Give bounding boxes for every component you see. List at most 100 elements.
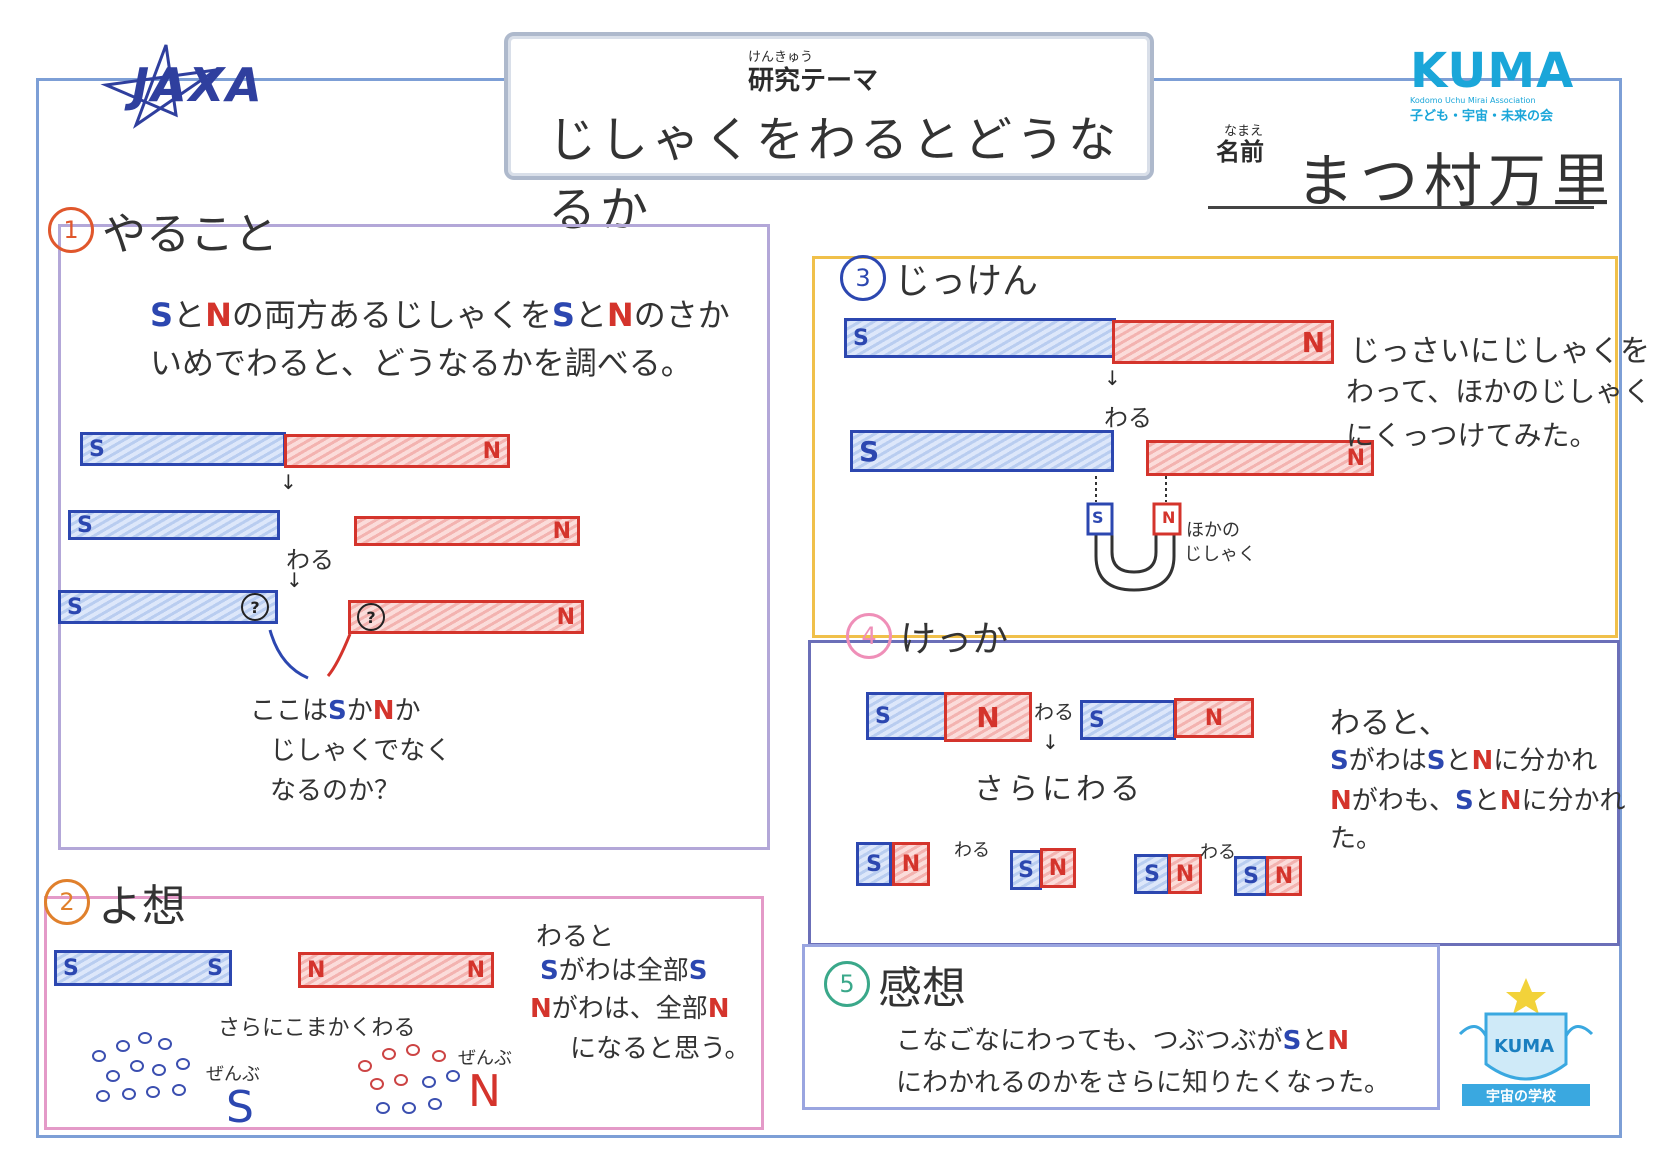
sec2-particles-s xyxy=(86,1030,196,1110)
sec2-pred3: Nがわは、全部N xyxy=(530,994,730,1024)
name-label: 名前 xyxy=(1216,138,1264,166)
kuma-badge-label: 宇宙の学校 xyxy=(1486,1089,1556,1105)
sec2-zenbu-n: N xyxy=(468,1066,501,1117)
theme-text: じしゃくをわるとどうなるか xyxy=(548,112,1121,238)
sec3-other-2: じしゃく xyxy=(1184,544,1256,565)
sec1-line2: いめでわると、どうなるかを調べる。 xyxy=(150,344,693,382)
sec5-line2: にわかれるのかをさらに知りたくなった。 xyxy=(896,1068,1391,1098)
sec3-desc-2: わって、ほかのじしゃく xyxy=(1346,375,1652,408)
sec3-magnet-s-full: S xyxy=(844,318,1116,358)
sec4-small-n-3: N xyxy=(1168,854,1202,894)
sec3-other-1: ほかの xyxy=(1186,520,1240,541)
sec1-magnet-s-2: S xyxy=(68,510,280,540)
kuma-logo-sub1: Kodomo Uchu Mirai Association xyxy=(1410,96,1536,105)
sec1-note1: ここはSかNか xyxy=(250,696,421,726)
sec4-magnet-s-2: S xyxy=(1080,700,1176,740)
sec4-res1: わると、 xyxy=(1330,706,1449,741)
sec2-zenbu-s-label: ぜんぶ xyxy=(206,1064,260,1085)
sec4-small-s-2: S xyxy=(1010,850,1042,890)
sec1-frame xyxy=(58,224,770,850)
sec4-waru-2: わる xyxy=(954,840,990,861)
theme-label: 研究テーマ xyxy=(748,66,879,96)
name-ruby: なまえ xyxy=(1224,124,1264,139)
sec2-number: 2 xyxy=(44,879,90,925)
sec4-res4: た。 xyxy=(1330,824,1383,854)
sec2-pred2: Sがわは全部S xyxy=(540,956,708,986)
sec4-small-n-1: N xyxy=(892,842,930,886)
sec4-title-text: けっか xyxy=(900,619,1009,660)
sec1-arrow-2: ↓ xyxy=(286,568,303,592)
sec1-line1: SとNの両方あるじしゃくをSとNのさか xyxy=(150,296,730,334)
sec3-title-text: じっけん xyxy=(894,261,1039,302)
kuma-badge-emblem-icon xyxy=(1458,978,1594,1106)
sec1-magnet-n-2: N xyxy=(354,516,580,546)
sec1-note3: なるのか？ xyxy=(270,776,401,806)
sec3-magnet-s-half: S xyxy=(850,430,1114,472)
sec2-pred4: になると思う。 xyxy=(570,1034,751,1064)
sec3-horseshoe-n: N xyxy=(1162,508,1176,527)
sec1-magnet-n-full: N xyxy=(284,434,510,468)
sec1-title: 1 やること xyxy=(48,198,278,262)
sec4-magnet-s-1: S xyxy=(866,692,948,740)
sec4-res3: Nがわも、SとNに分かれ xyxy=(1330,786,1626,816)
sec2-zenbu-n-label: ぜんぶ xyxy=(458,1048,512,1069)
sec3-magnet-n-half: N xyxy=(1146,440,1374,476)
sec5-line1: こなごなにわっても、つぶつぶがSとN xyxy=(896,1026,1350,1056)
sec1-magnet-s-full: S xyxy=(80,432,286,466)
sec1-question-s: ? xyxy=(241,593,269,621)
sec5-title-text: 感想 xyxy=(878,963,966,1014)
sec2-frame xyxy=(44,896,764,1130)
theme-ruby: けんきゅう xyxy=(748,50,814,65)
sec4-title: 4 けっか xyxy=(846,610,1008,662)
sec1-arrows-down xyxy=(268,629,352,680)
sec3-magnet-n-full: N xyxy=(1112,320,1334,364)
sec1-arrow-1: ↓ xyxy=(280,470,297,494)
sec4-small-s-4: S xyxy=(1234,856,1268,896)
sec3-frame xyxy=(812,256,1618,638)
jaxa-logo-text: JAXA xyxy=(132,58,264,112)
kuma-logo: KUMA Kodomo Uchu Mirai Association 子ども・宇… xyxy=(1410,43,1575,130)
sec2-particles-n xyxy=(352,1040,462,1120)
sec1-magnet-n-3: ? N xyxy=(348,600,584,634)
sec2-zenbu-s: S xyxy=(226,1082,254,1133)
sec1-question-n: ? xyxy=(357,603,385,631)
sec3-desc-3: にくっつけてみた。 xyxy=(1346,419,1598,452)
sec4-waru-3: わる xyxy=(1200,842,1236,863)
sec1-waru: わる xyxy=(286,546,334,574)
kuma-logo-sub2: 子ども・宇宙・未来の会 xyxy=(1410,109,1554,124)
sec4-magnet-n-2: N xyxy=(1174,698,1254,738)
sec3-arrow: ↓ xyxy=(1104,366,1121,390)
sec2-title: 2 よ想 xyxy=(44,870,186,934)
jaxa-star-icon xyxy=(100,44,217,129)
sec2-finer: さらにこまかくわる xyxy=(218,1016,416,1041)
sec4-arrow: ↓ xyxy=(1042,730,1059,754)
sec4-waru-1: わる xyxy=(1034,700,1074,724)
sec1-number: 1 xyxy=(48,207,94,253)
kuma-logo-text: KUMA xyxy=(1410,43,1575,99)
kuma-badge-name: KUMA xyxy=(1494,1036,1555,1057)
sec4-small-s-1: S xyxy=(856,842,892,886)
sec5-number: 5 xyxy=(824,961,870,1007)
sec5-title: 5 感想 xyxy=(824,952,966,1016)
sec2-title-text: よ想 xyxy=(98,881,186,932)
sec3-desc-1: じっさいにじしゃくを xyxy=(1350,334,1650,369)
sec3-number: 3 xyxy=(840,255,886,301)
sec4-small-n-4: N xyxy=(1266,856,1302,896)
name-underline xyxy=(1208,206,1594,209)
kuma-badge: KUMA 宇宙の学校 xyxy=(1456,974,1596,1110)
sec4-sarani: さらにわる xyxy=(974,772,1144,807)
theme-box: けんきゅう 研究テーマ じしゃくをわるとどうなるか xyxy=(504,32,1154,238)
sec4-small-s-3: S xyxy=(1134,854,1170,894)
sec1-title-text: やること xyxy=(102,209,278,260)
sec3-horseshoe-magnet xyxy=(1086,476,1182,592)
sec3-title: 3 じっけん xyxy=(840,252,1038,304)
sec4-small-n-2: N xyxy=(1040,848,1076,888)
sec4-magnet-n-1: N xyxy=(944,692,1032,742)
name-value: まつ村万里 xyxy=(1296,147,1617,215)
sec3-horseshoe-s: S xyxy=(1092,508,1104,527)
sec5-frame xyxy=(802,944,1440,1110)
sec1-note2: じしゃくでなく xyxy=(270,736,452,766)
sec2-pred1: わると xyxy=(536,922,615,952)
